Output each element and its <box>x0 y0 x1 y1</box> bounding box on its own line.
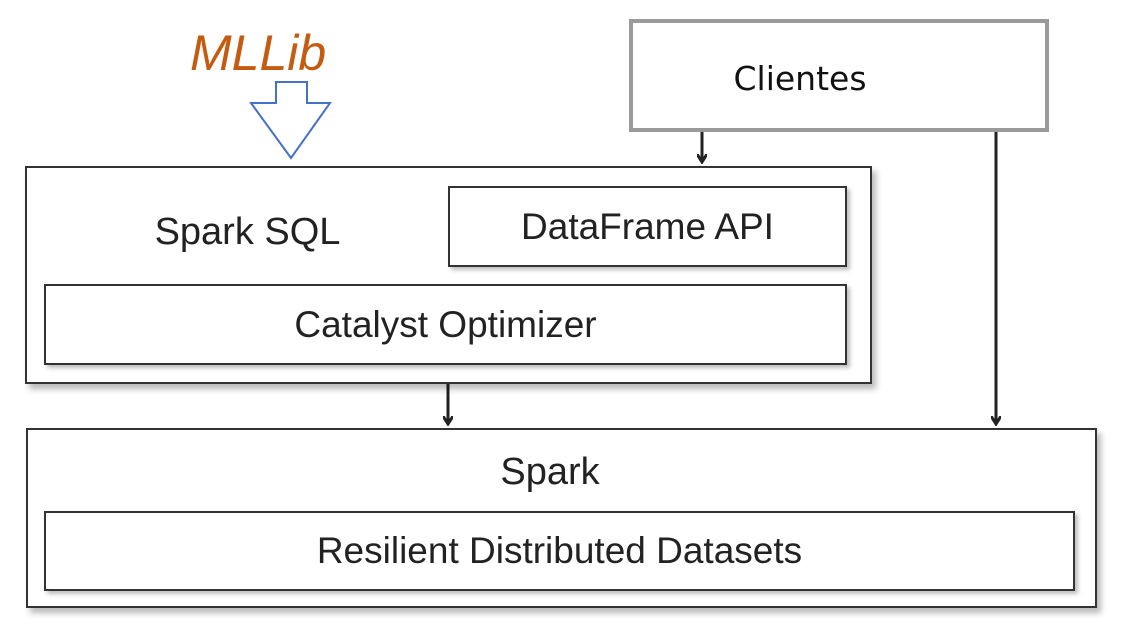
clientes-label: Clientes <box>733 58 867 98</box>
clientes-box <box>629 19 1049 132</box>
dataframe-api-label: DataFrame API <box>521 205 774 247</box>
hollow-down-arrow-icon <box>249 81 332 160</box>
catalyst-optimizer-label: Catalyst Optimizer <box>294 303 597 345</box>
catalyst-optimizer-box <box>44 284 847 365</box>
rdd-box <box>44 511 1075 591</box>
dataframe-api-box <box>448 186 847 267</box>
spark-sql-title: Spark SQL <box>154 210 341 253</box>
rdd-label: Resilient Distributed Datasets <box>316 530 803 571</box>
mllib-label: MLLib <box>190 25 327 81</box>
spark-title: Spark <box>500 450 600 493</box>
